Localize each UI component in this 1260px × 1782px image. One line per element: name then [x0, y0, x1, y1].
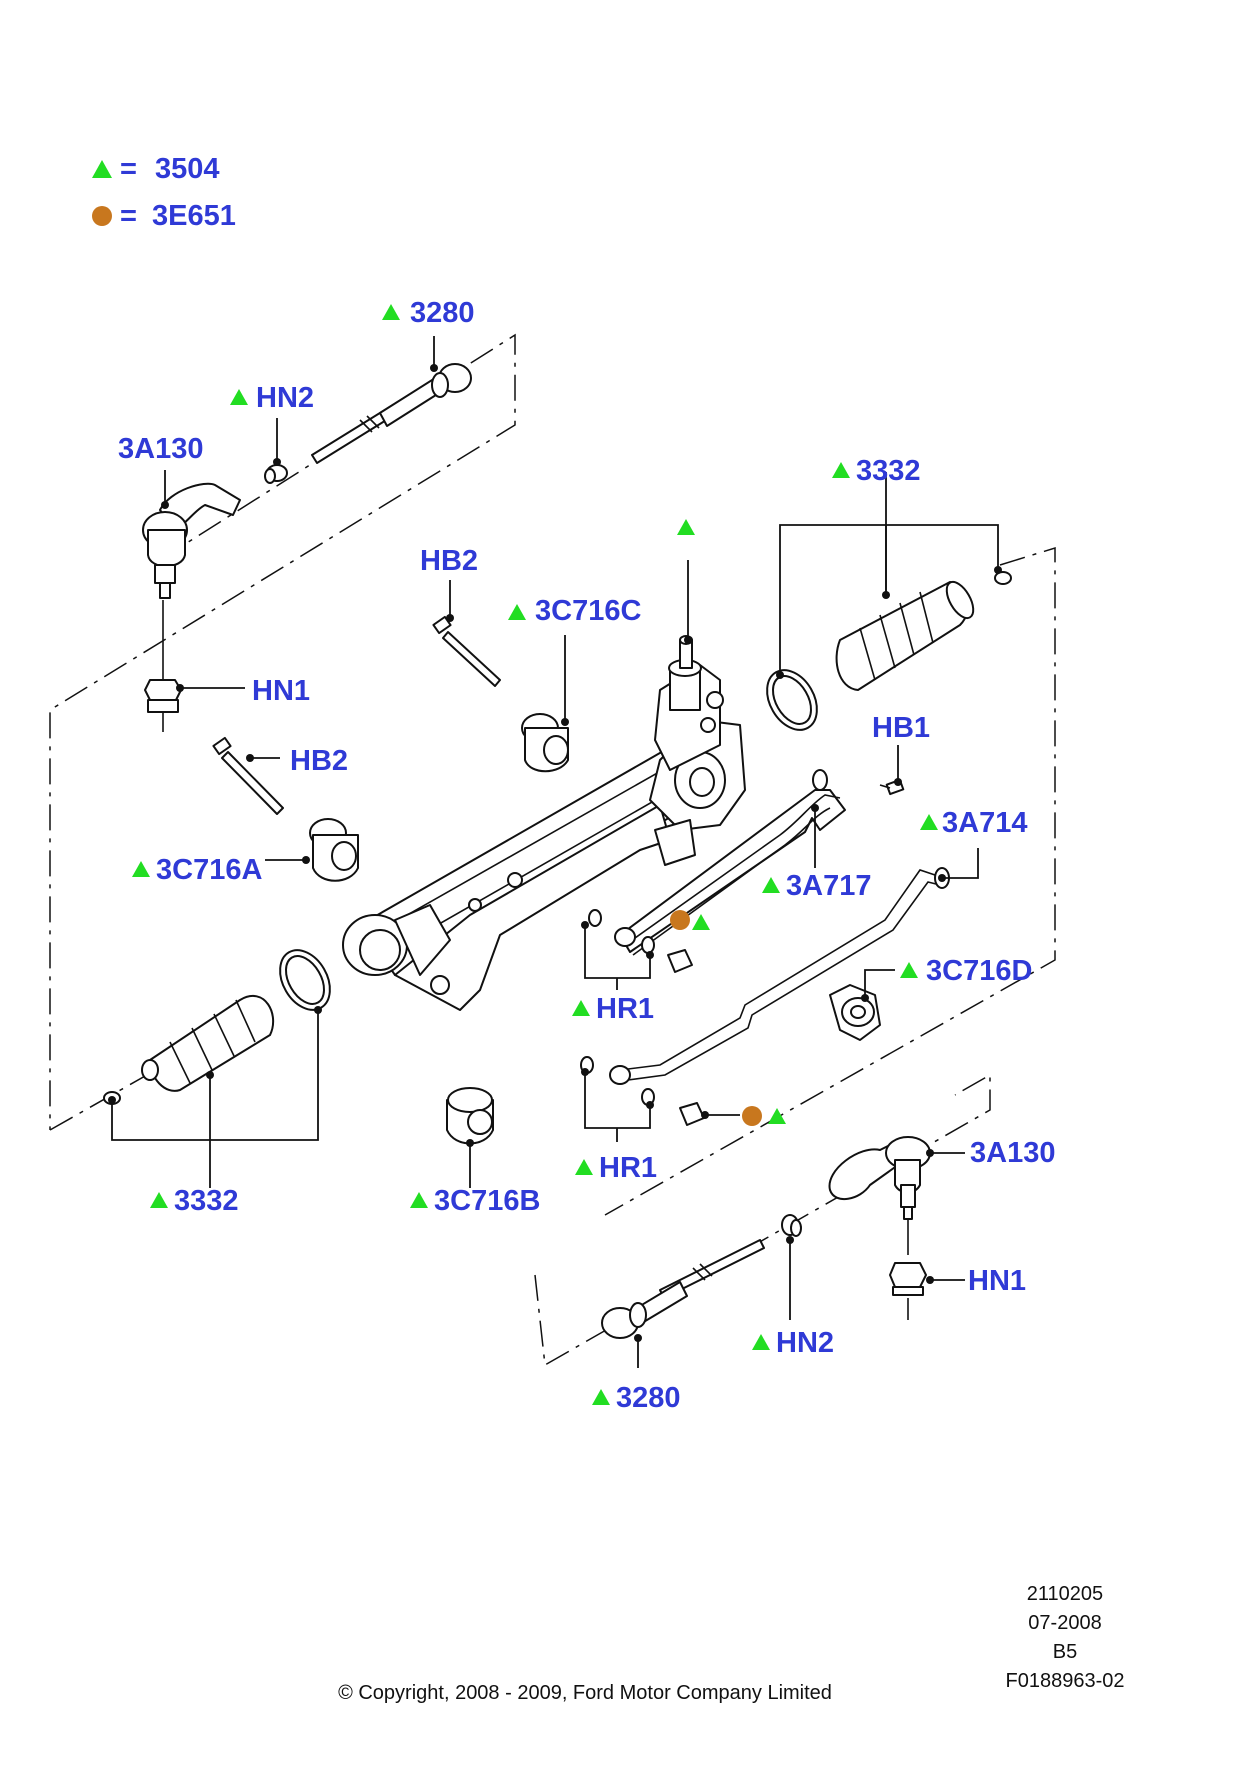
tie-rod-end-right: [828, 1136, 931, 1220]
triangle-icon: [692, 914, 710, 930]
legend-equals: =: [120, 200, 137, 232]
label-3c716a: 3C716A: [156, 854, 262, 886]
label-3332-right: 3332: [856, 455, 921, 487]
bushing-3c716b: [446, 1087, 494, 1145]
nut-hn1-right: [889, 1220, 927, 1320]
boot-clamp-left: [279, 949, 331, 1011]
lower-left-boundary: [49, 1024, 236, 1131]
triangle-icon: [768, 1108, 786, 1124]
washers-hr1-upper: [588, 909, 693, 973]
label-hn2-top: HN2: [256, 382, 314, 414]
label-hr1-lower: HR1: [599, 1152, 657, 1184]
ref-date: 07-2008: [1028, 1612, 1101, 1634]
bolt-hb2-upper: [432, 615, 501, 687]
nut-hn1-left: [144, 600, 182, 732]
steering-gear-housing: [342, 635, 746, 1011]
triangle-icon: [382, 304, 400, 320]
circle-icon: [742, 1106, 762, 1126]
leader-lines: [108, 336, 1002, 1368]
circle-icon: [670, 910, 690, 930]
triangle-icon: [677, 519, 695, 535]
bolt-hb2-lower: [212, 736, 284, 815]
legend-equals: =: [120, 153, 137, 185]
part-labels: 3280 HN2 3A130 3332 HB2 3C716C HN1 HB2 H…: [118, 297, 1055, 1414]
bushing-3c716c: [521, 713, 569, 773]
label-3a714: 3A714: [942, 807, 1027, 839]
label-hn2-bottom: HN2: [776, 1327, 834, 1359]
legend-code-3e651: 3E651: [152, 200, 236, 232]
ref-figure-id: F0188963-02: [1006, 1670, 1125, 1692]
triangle-icon: [410, 1192, 428, 1208]
triangle-icon: [150, 1192, 168, 1208]
triangle-icon: [132, 861, 150, 877]
legend-circle-icon: [92, 206, 112, 226]
label-hr1-upper: HR1: [596, 993, 654, 1025]
bushing-3c716a: [309, 818, 359, 882]
label-3c716d: 3C716D: [926, 955, 1032, 987]
triangle-icon: [752, 1334, 770, 1350]
footer: 2110205 07-2008 B5 F0188963-02 © Copyrig…: [338, 1583, 1124, 1704]
label-3a130-right: 3A130: [970, 1137, 1055, 1169]
label-3280-top: 3280: [410, 297, 475, 329]
jam-nut-lower: [781, 1214, 802, 1237]
bushing-3c716d: [829, 984, 881, 1041]
triangle-icon: [900, 962, 918, 978]
label-3c716b: 3C716B: [434, 1185, 540, 1217]
triangle-icon: [230, 389, 248, 405]
boot-clamp-right: [766, 669, 818, 731]
triangle-icon: [832, 462, 850, 478]
ref-code: B5: [1053, 1641, 1077, 1663]
boot-right: [835, 571, 1012, 691]
legend-code-3504: 3504: [155, 153, 220, 185]
triangle-icon: [920, 814, 938, 830]
jam-nut-upper: [264, 464, 288, 484]
triangle-icon: [572, 1000, 590, 1016]
tie-rod-end-left: [142, 482, 241, 599]
triangle-icon: [508, 604, 526, 620]
tie-rod-lower: [601, 1239, 765, 1339]
label-3c716c: 3C716C: [535, 595, 641, 627]
triangle-icon: [592, 1389, 610, 1405]
label-hn1-left: HN1: [252, 675, 310, 707]
boot-left: [103, 994, 275, 1105]
legend: = 3504 = 3E651: [92, 153, 236, 232]
copyright-notice: © Copyright, 2008 - 2009, Ford Motor Com…: [338, 1682, 832, 1704]
label-3a130-left: 3A130: [118, 433, 203, 465]
legend-triangle-icon: [92, 160, 112, 178]
triangle-icon: [575, 1159, 593, 1175]
label-hb2-lower: HB2: [290, 745, 348, 777]
triangle-icon: [762, 877, 780, 893]
callout-markers: [132, 304, 938, 1405]
tie-rod-upper: [311, 363, 472, 464]
label-hb1: HB1: [872, 712, 930, 744]
ref-number: 2110205: [1027, 1583, 1103, 1605]
lower-right-boundary: [534, 1073, 991, 1367]
label-hn1-right: HN1: [968, 1265, 1026, 1297]
label-hb2-upper: HB2: [420, 545, 478, 577]
pressure-lines: [609, 769, 950, 1085]
label-3280-bottom: 3280: [616, 1382, 681, 1414]
label-3a717: 3A717: [786, 870, 871, 902]
label-3332-left: 3332: [174, 1185, 239, 1217]
